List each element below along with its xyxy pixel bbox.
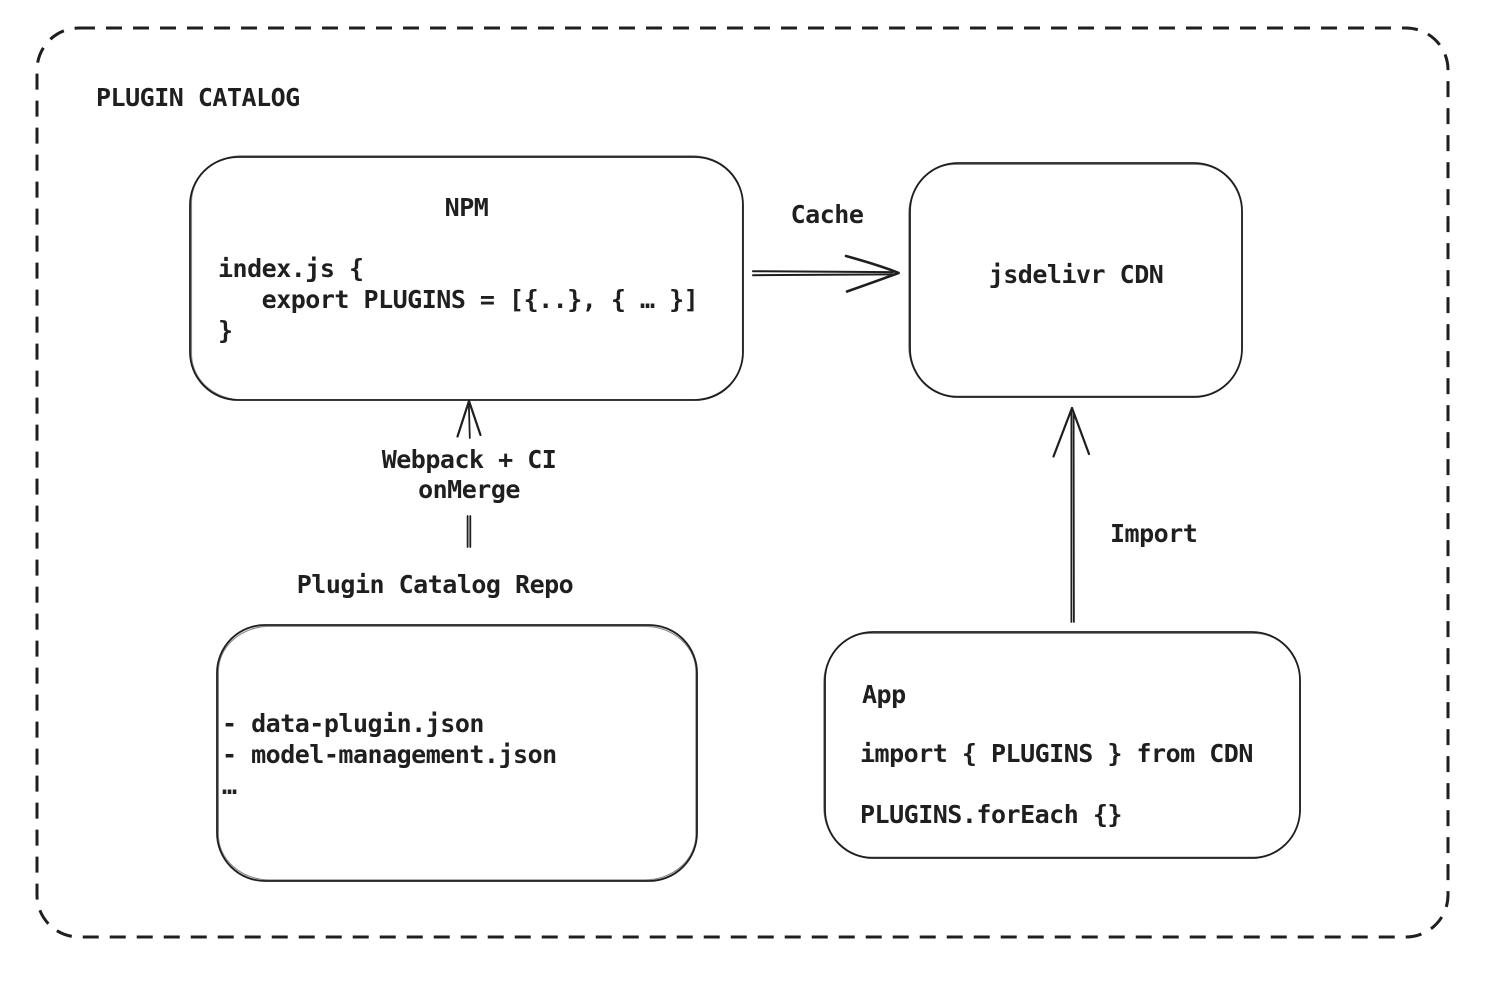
build-arrow-label: Webpack + CI onMerge — [381, 445, 557, 504]
app-box-title: App — [862, 680, 906, 709]
repo-box-title: Plugin Catalog Repo — [296, 570, 574, 599]
repo-file-list: - data-plugin.json - model-management.js… — [222, 709, 557, 800]
npm-code-snippet: index.js { export PLUGINS = [{..}, { … }… — [218, 254, 699, 345]
build-arrow — [456, 399, 482, 548]
cache-arrow-label: Cache — [790, 200, 864, 229]
import-arrow — [1052, 406, 1091, 623]
diagram-title: PLUGIN CATALOG — [96, 83, 300, 112]
app-code-import: import { PLUGINS } from CDN — [860, 739, 1253, 768]
cdn-box — [908, 162, 1243, 398]
import-arrow-label: Import — [1110, 519, 1198, 548]
app-box — [823, 631, 1301, 859]
plugin-catalog-boundary — [35, 26, 1450, 939]
cache-arrow — [752, 254, 900, 293]
npm-box — [189, 155, 744, 401]
app-code-foreach: PLUGINS.forEach {} — [860, 800, 1122, 829]
npm-box-title: NPM — [444, 193, 489, 222]
repo-box — [216, 624, 698, 882]
cdn-box-label: jsdelivr CDN — [988, 260, 1164, 289]
